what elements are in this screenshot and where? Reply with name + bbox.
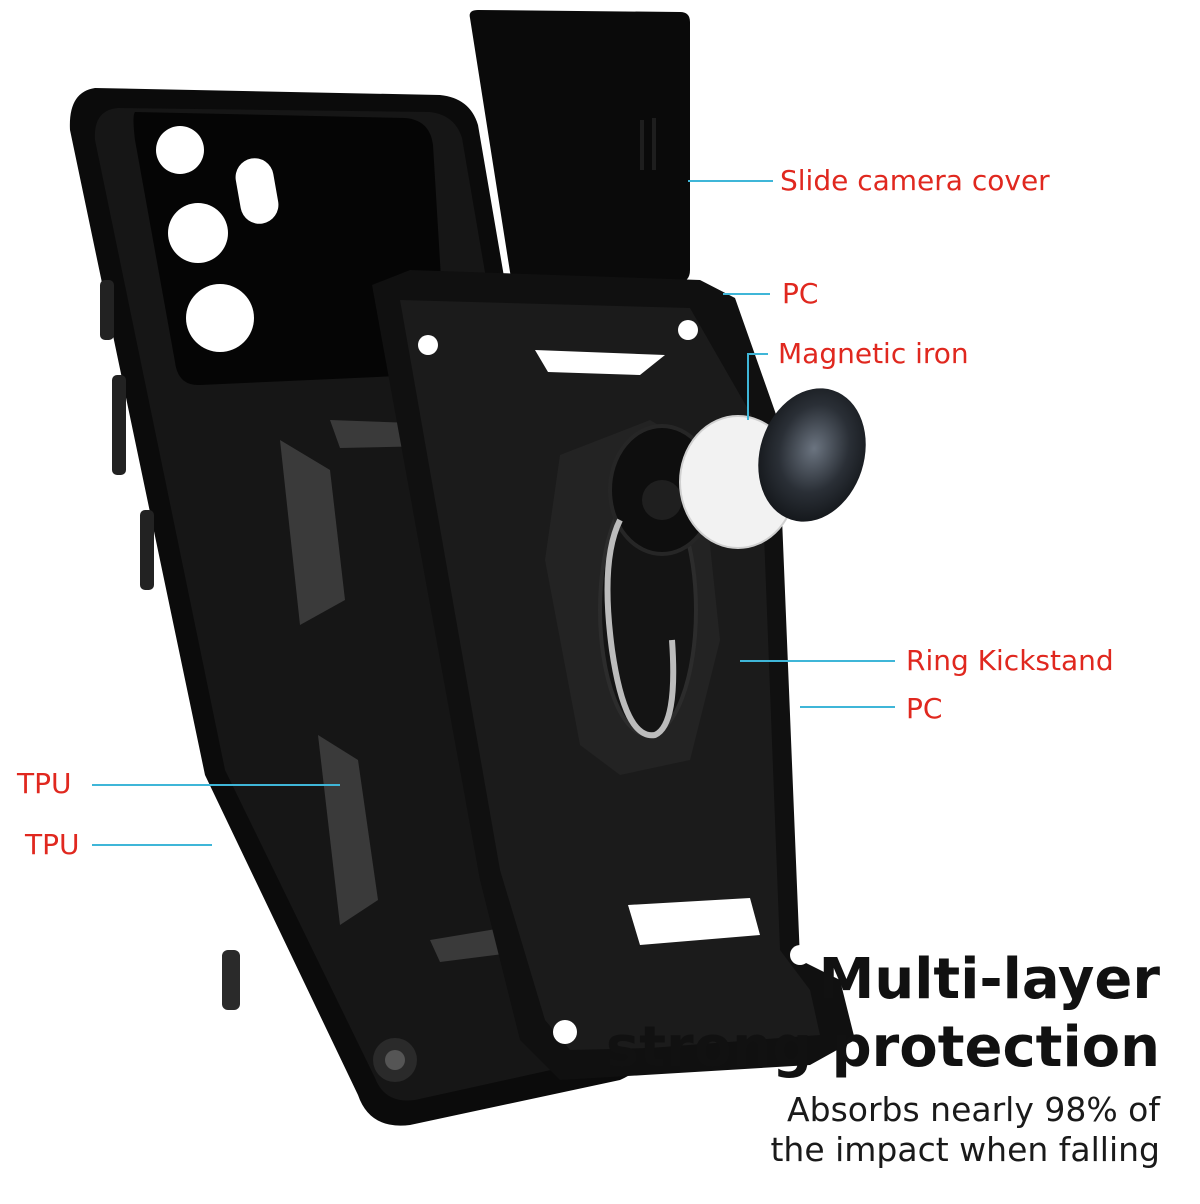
slide-camera-cover [469, 10, 690, 285]
side-button [222, 950, 240, 1010]
side-button [140, 510, 154, 590]
metal-plate-disc [758, 388, 866, 522]
label-magnetic-iron: Magnetic iron [778, 337, 969, 370]
subtext-line-2: the impact when falling [770, 1130, 1160, 1169]
frame-cutout [628, 898, 760, 945]
camera-module [133, 112, 446, 386]
label-pc-top: PC [782, 277, 819, 310]
label-tpu-lower: TPU [25, 828, 80, 861]
side-button [100, 280, 114, 340]
headline-line-2: strong protection [605, 1015, 1160, 1080]
leader-lines [92, 180, 895, 846]
label-pc-middle: PC [906, 692, 943, 725]
camera-hole [186, 284, 254, 352]
flash-slot [235, 158, 279, 224]
label-slide-camera-cover: Slide camera cover [780, 164, 1050, 197]
label-ring-kickstand: Ring Kickstand [906, 644, 1114, 677]
label-tpu-upper: TPU [17, 767, 72, 800]
subtext-line-1: Absorbs nearly 98% of [787, 1090, 1160, 1129]
frame-cutout [535, 350, 665, 375]
camera-hole [168, 203, 228, 263]
headline-line-1: Multi-layer [818, 947, 1160, 1012]
camera-hole [156, 126, 204, 174]
side-button [112, 375, 126, 475]
